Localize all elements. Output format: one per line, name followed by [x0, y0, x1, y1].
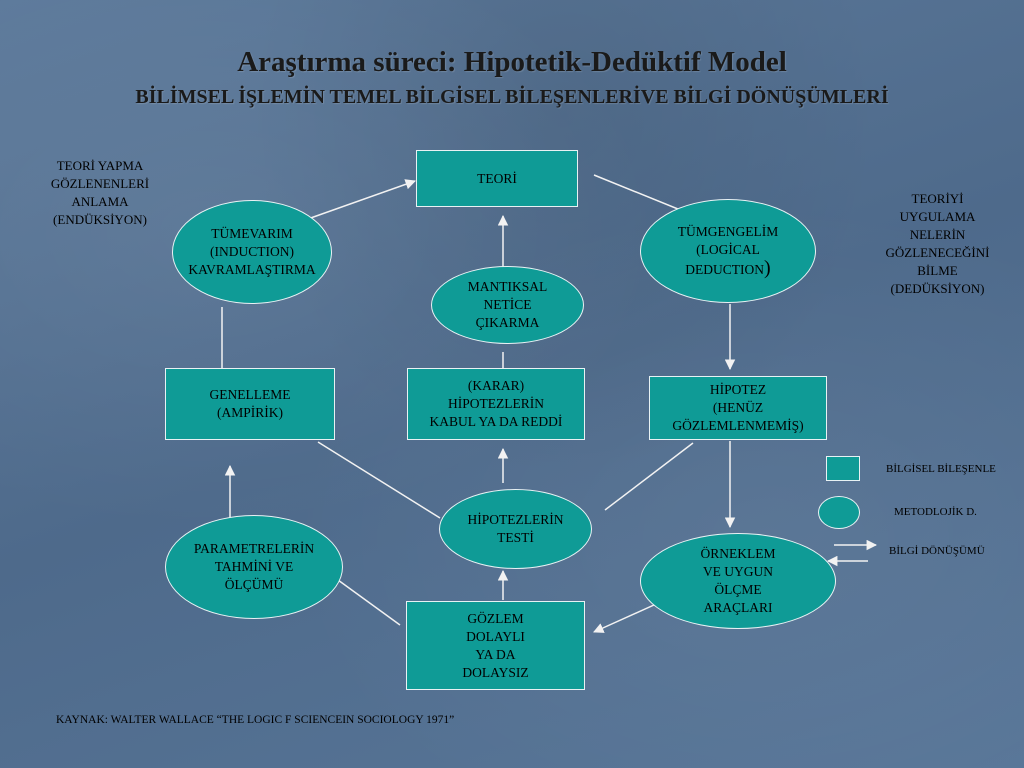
node-tumgengelim: TÜMGENGELİM (LOGİCAL DEDUCTION) [640, 199, 816, 303]
page-title: Araştırma süreci: Hipotetik-Dedüktif Mod… [237, 46, 787, 78]
node-tumevarim: TÜMEVARIM (INDUCTION) KAVRAMLAŞTIRMA [172, 200, 332, 304]
arrow-tumevarim-to-teori [304, 179, 416, 221]
page-subtitle: BİLİMSEL İŞLEMİN TEMEL BİLGİSEL BİLEŞENL… [135, 86, 889, 108]
legend-oval-label: METODLOJİK D. [894, 506, 977, 518]
node-parametre: PARAMETRELERİN TAHMİNİ VE ÖLÇÜMÜ [165, 515, 343, 619]
line-gozlem-to-parametre [337, 579, 401, 626]
node-gozlem: GÖZLEM DOLAYLI YA DA DOLAYSIZ [406, 601, 585, 690]
note-deduction: TEORİYİ UYGULAMA NELERİN GÖZLENECEĞİNİ B… [885, 191, 990, 296]
node-teori: TEORİ [416, 150, 578, 207]
node-genelleme: GENELLEME (AMPİRİK) [165, 368, 335, 440]
node-hipotez: HİPOTEZ (HENÜZ GÖZLEMLENMEMİŞ) [649, 376, 827, 440]
source-citation: KAYNAK: WALTER WALLACE “THE LOGIC F SCIE… [56, 714, 455, 726]
legend-arrow-label: BİLGİ DÖNÜŞÜMÜ [889, 545, 985, 557]
node-orneklem: ÖRNEKLEM VE UYGUN ÖLÇME ARAÇLARI [640, 533, 836, 629]
node-karar: (KARAR) HİPOTEZLERİN KABUL YA DA REDDİ [407, 368, 585, 440]
legend-oval-swatch [818, 496, 860, 529]
legend-rect-swatch [826, 456, 860, 481]
legend-rect-label: BİLGİSEL BİLEŞENLE [886, 463, 996, 475]
node-hipotez-testi: HİPOTEZLERİN TESTİ [439, 489, 592, 569]
note-induction: TEORİ YAPMA GÖZLENENLERİ ANLAMA (ENDÜKSİ… [50, 158, 150, 227]
line-test-to-hipotez [604, 442, 694, 511]
node-mantiksal: MANTIKSAL NETİCE ÇIKARMA [431, 266, 584, 344]
line-genelleme-to-test [317, 441, 441, 519]
